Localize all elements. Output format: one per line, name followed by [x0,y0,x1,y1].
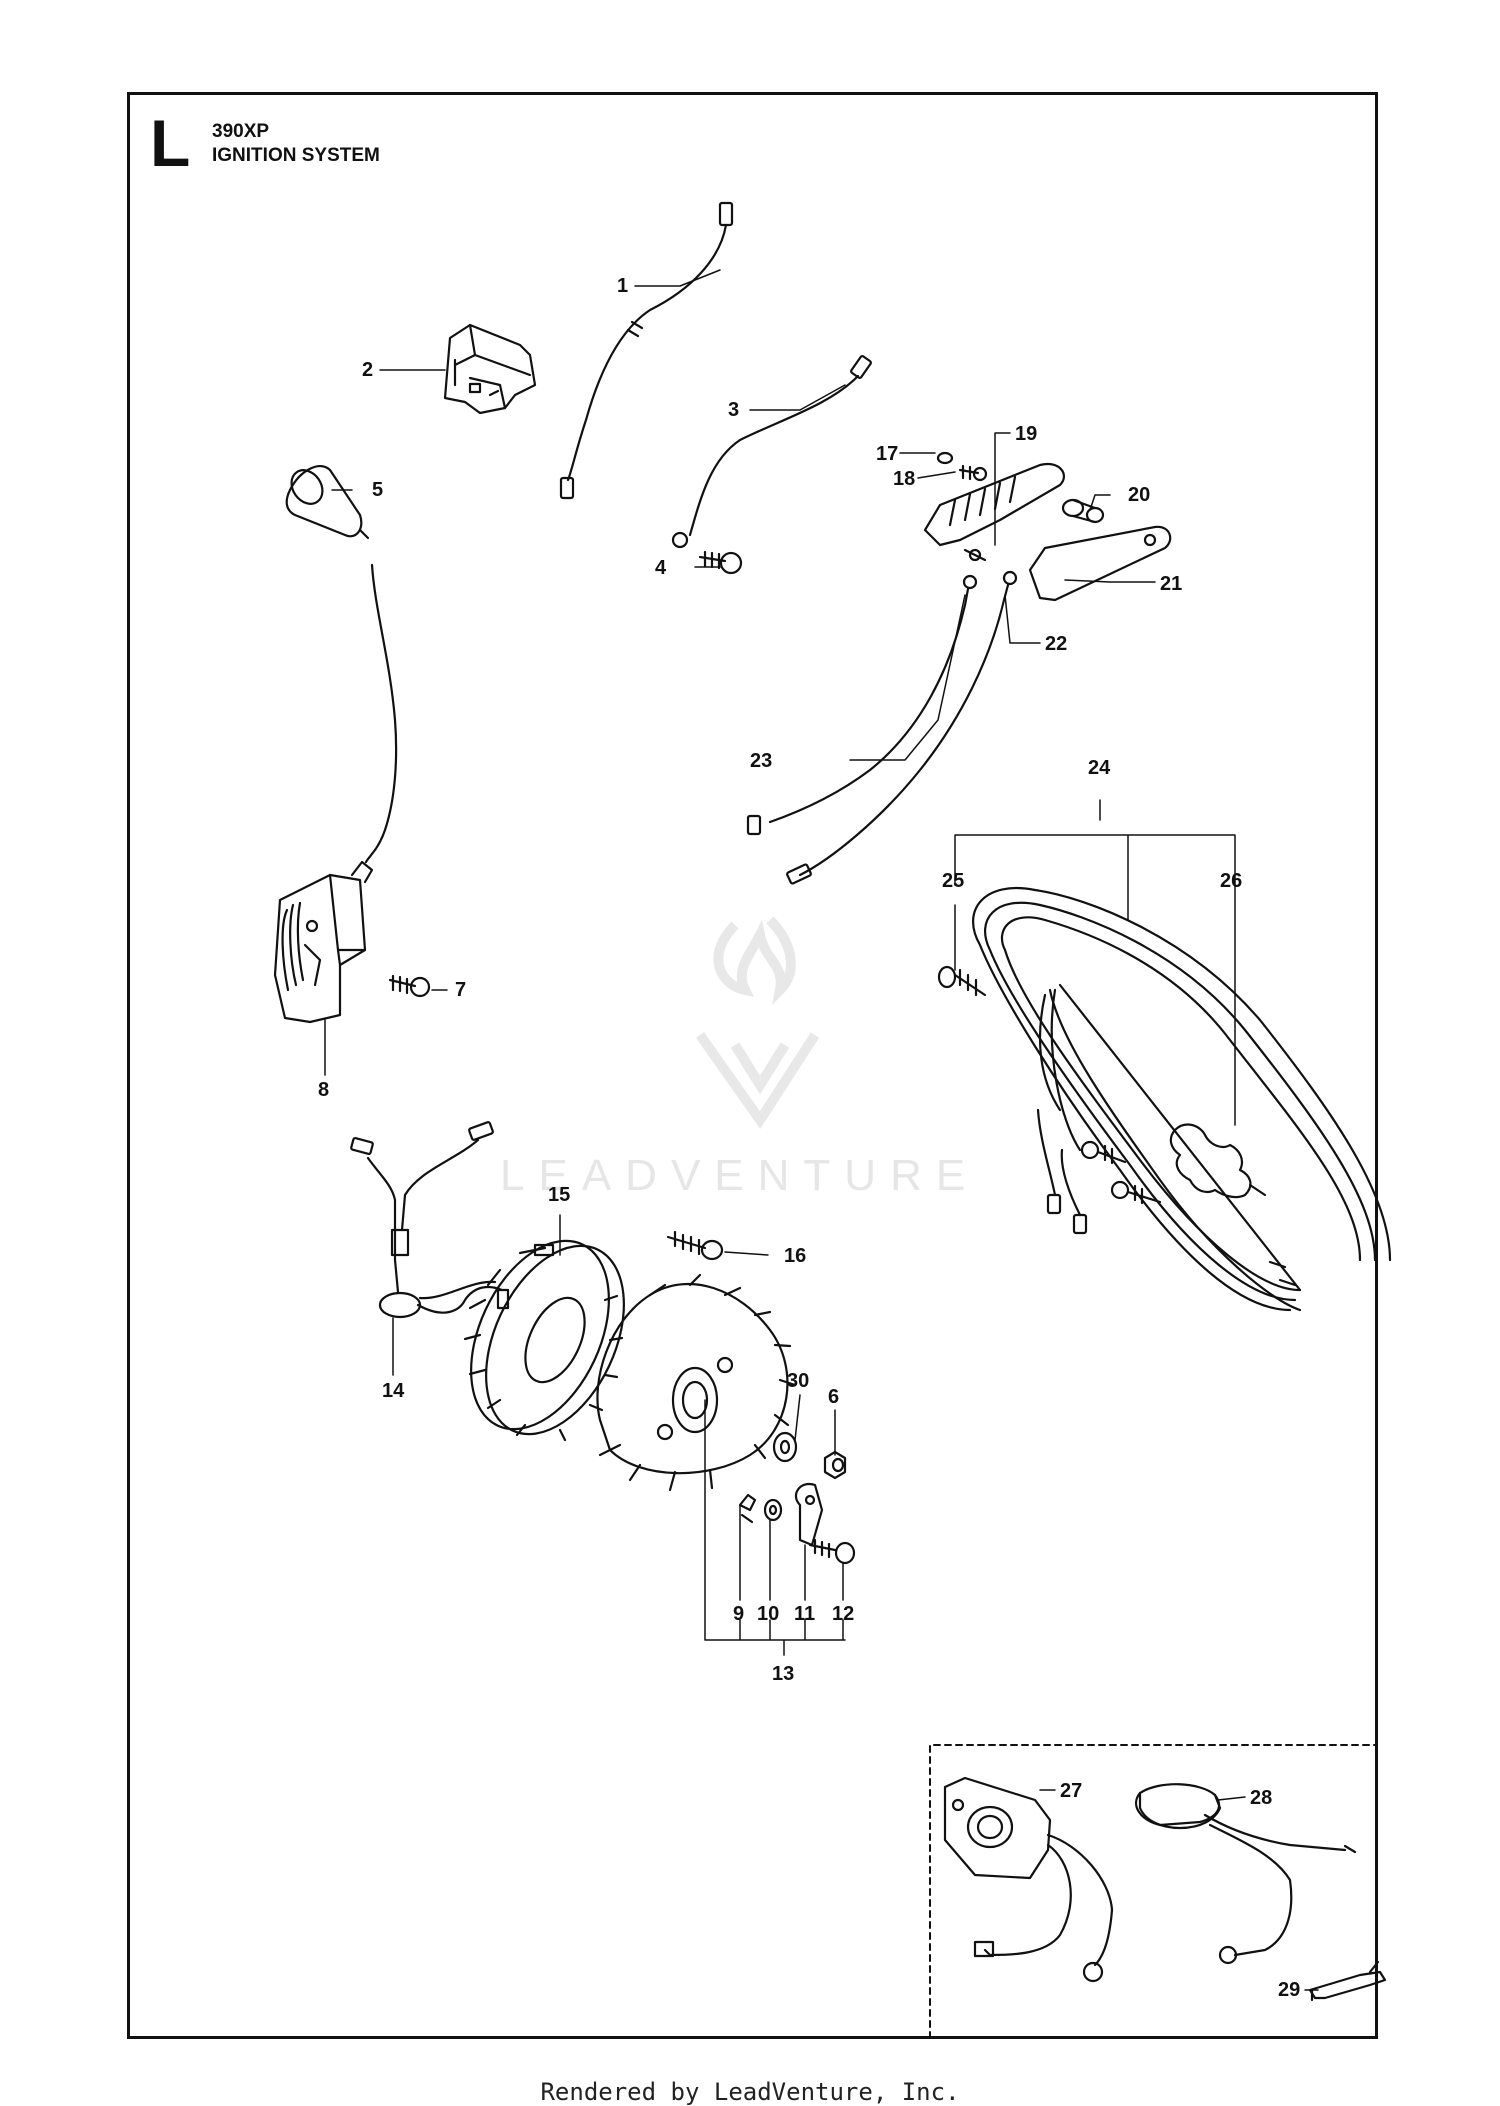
callout-6: 6 [828,1386,839,1408]
flywheel-icon [596,1273,797,1492]
page-title: IGNITION SYSTEM [212,145,380,166]
part-8-ignition-module-icon [273,860,374,1024]
callout-15: 15 [548,1184,570,1206]
callouts: 1 2 3 4 5 6 7 8 9 10 11 12 13 14 15 16 1… [318,275,1300,2001]
watermark: LEADVENTURE [500,916,979,1200]
callout-2: 2 [362,359,373,381]
callout-7: 7 [455,979,466,1001]
callout-19: 19 [1015,423,1037,445]
callout-20: 20 [1128,484,1150,506]
part-28-generator-alt-icon [1135,1783,1357,1965]
part-27-ignition-module-alt-icon [943,1776,1114,1983]
part-19-contact-icon [923,462,1065,562]
callout-24: 24 [1088,757,1111,779]
callout-14: 14 [382,1380,405,1402]
part-25-screw-icon [937,965,987,997]
callout-1: 1 [617,275,628,297]
part-16-screw-icon [666,1230,724,1261]
callout-3: 3 [728,399,739,421]
part-26-screws-icon [1080,1140,1162,1205]
callout-22: 22 [1045,633,1067,655]
part-10-washer-icon [763,1498,783,1522]
part-24-handle-kit-icon [972,887,1392,1312]
watermark-logo-icon [695,916,820,1129]
callout-4: 4 [655,557,667,579]
callout-21: 21 [1160,573,1182,595]
callout-29: 29 [1278,1979,1300,2001]
watermark-text: LEADVENTURE [500,1151,979,1200]
inset-border [929,1744,1376,2039]
callout-8: 8 [318,1079,329,1101]
part-18-screw-icon [958,464,988,482]
part-14-grommet-icon [350,1121,504,1319]
section-letter: L [150,106,191,180]
callout-28: 28 [1250,1787,1272,1809]
part-2-stop-switch-icon [443,323,537,415]
callout-17: 17 [876,443,898,465]
part-11-pawl-icon [794,1482,824,1547]
part-15-generator-icon [463,1239,625,1442]
part-4-screw-icon [698,550,743,575]
callout-30: 30 [787,1370,809,1392]
diagram-frame [127,92,1378,2039]
part-7-screw-icon [388,974,431,998]
callout-16: 16 [784,1245,806,1267]
footer-credit: Rendered by LeadVenture, Inc. [540,2078,960,2106]
part-3-ground-cable-icon [671,355,872,549]
part-21-plate-icon [1028,525,1172,602]
callout-26: 26 [1220,870,1242,892]
model-name: 390XP [212,121,270,142]
callout-23: 23 [750,750,772,772]
callout-13: 13 [772,1663,794,1685]
part-1-ignition-cable-icon [559,201,734,500]
callout-27: 27 [1060,1780,1082,1802]
callout-12: 12 [832,1603,854,1625]
part-5-spark-plug-cap-icon [285,464,398,864]
leader-lines [324,269,1319,1991]
part-12-screw-icon [808,1538,856,1565]
callout-25: 25 [942,870,964,892]
part-22-cable-icon [786,570,1018,885]
part-17-washer-icon [936,451,954,465]
part-30-washer-icon [772,1431,798,1463]
callout-11: 11 [794,1603,815,1625]
callout-9: 9 [733,1603,744,1625]
callout-18: 18 [893,468,915,490]
part-9-key-icon [738,1493,757,1524]
part-26-heating-element-icon [1169,1123,1267,1199]
callout-10: 10 [757,1603,779,1625]
callout-5: 5 [372,479,383,501]
